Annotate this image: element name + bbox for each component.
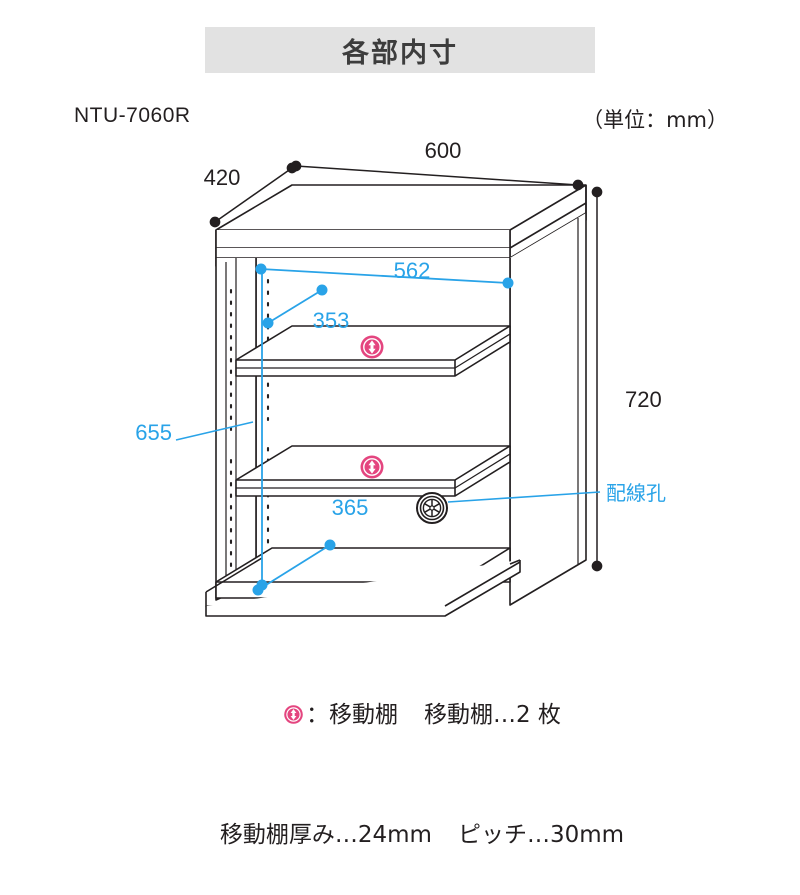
- dimension-label-outer-depth: 420: [204, 165, 241, 190]
- legend-shelf-thickness: 移動棚厚み…24mm: [219, 822, 432, 848]
- dimension-label-outer-height: 720: [625, 387, 662, 412]
- page-header-banner: 各部内寸: [205, 27, 595, 73]
- cabinet-body: [205, 184, 587, 617]
- movable-shelf-icon: [284, 705, 303, 724]
- dimension-label-inner-height: 655: [135, 420, 172, 445]
- movable-shelf-marker-upper: [359, 334, 385, 360]
- movable-shelf-marker-lower: [359, 454, 385, 480]
- page-title: 各部内寸: [342, 37, 458, 69]
- legend-movable-shelf-label: ：移動棚: [305, 702, 398, 728]
- dimension-label-inner-depth-upper: 353: [313, 308, 350, 333]
- legend-block: ：移動棚移動棚…2 枚 移動棚厚み…24mm ピッチ…30mm: [0, 655, 800, 895]
- model-code-label: NTU-7060R: [74, 104, 191, 127]
- inner-dimension-lines: [175, 263, 601, 596]
- unit-note-label: （単位：mm）: [582, 108, 728, 132]
- outer-dimension-lines: [209, 160, 603, 572]
- cabinet-technical-drawing: 600 420 720 562: [135, 138, 666, 617]
- cable-hole-grommet: [416, 492, 448, 524]
- dimension-label-inner-width: 562: [394, 258, 431, 283]
- legend-movable-shelf-count: 移動棚…2 枚: [423, 702, 561, 728]
- legend-shelf-pitch: ピッチ…30mm: [457, 822, 625, 848]
- legend-line-1: ：移動棚移動棚…2 枚: [0, 655, 800, 775]
- dimension-label-inner-depth-lower: 365: [332, 495, 369, 520]
- dimension-label-outer-width: 600: [425, 138, 462, 163]
- diagram-page: 各部内寸 NTU-7060R （単位：mm）: [74, 27, 728, 848]
- legend-line-2: 移動棚厚み…24mm ピッチ…30mm: [0, 775, 800, 895]
- bottom-panel: [205, 547, 521, 617]
- callout-label-cable-hole: 配線孔: [606, 481, 666, 505]
- right-side-panel: [509, 213, 587, 606]
